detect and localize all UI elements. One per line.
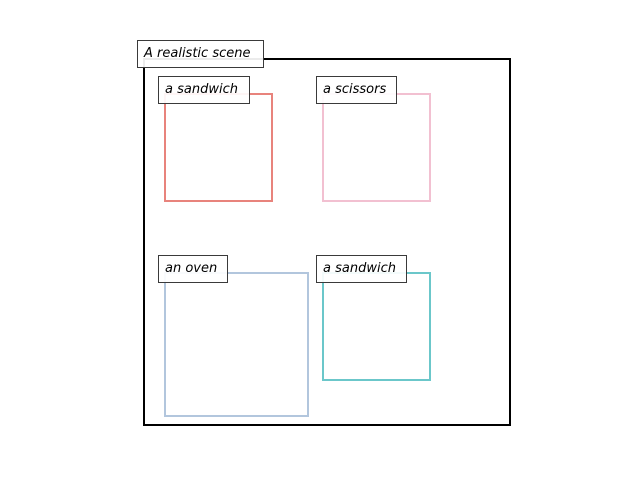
- object-box-oven: [164, 272, 309, 417]
- object-label-oven: an oven: [158, 255, 228, 283]
- object-box-sandwich-1: [164, 93, 273, 202]
- object-label-sandwich-2: a sandwich: [316, 255, 407, 283]
- object-box-scissors: [322, 93, 431, 202]
- object-label-sandwich-1: a sandwich: [158, 76, 250, 104]
- object-box-sandwich-2: [322, 272, 431, 381]
- scene-title: A realistic scene: [137, 40, 264, 68]
- scene-frame: [143, 58, 511, 426]
- object-label-scissors: a scissors: [316, 76, 397, 104]
